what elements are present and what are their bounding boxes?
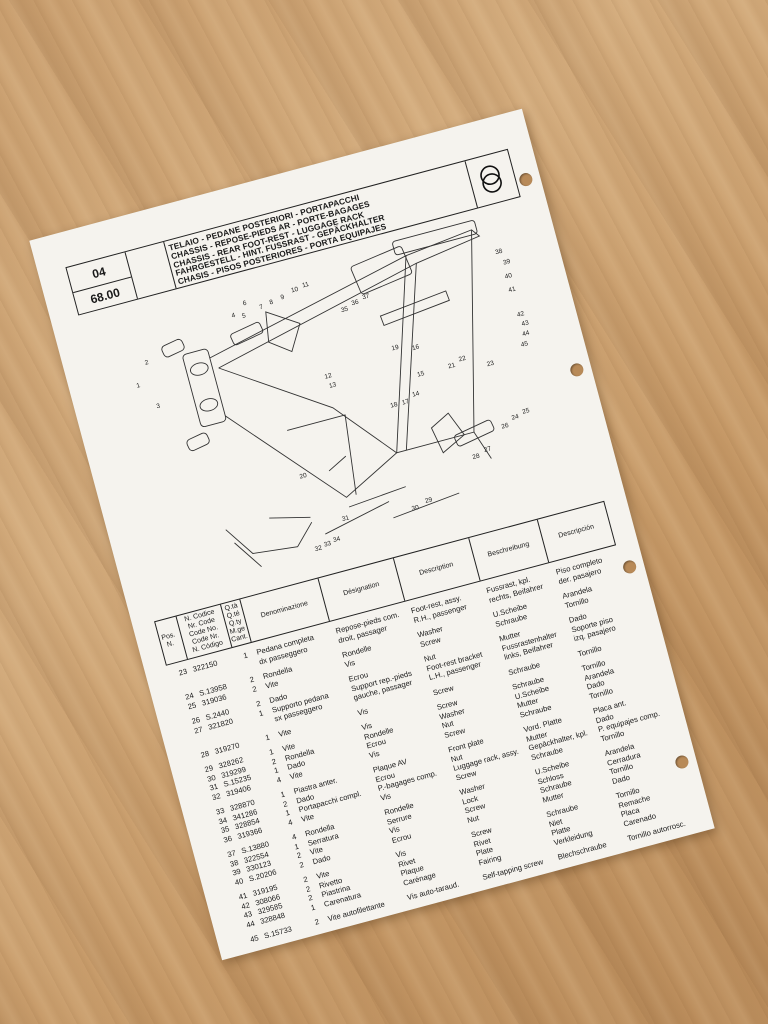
- callout-38: 38: [494, 248, 503, 257]
- callout-7: 7: [259, 303, 265, 311]
- callout-14: 14: [411, 390, 420, 399]
- callout-16: 16: [411, 343, 420, 352]
- cell-qty: 2: [313, 917, 321, 927]
- callout-22: 22: [458, 355, 467, 364]
- callout-35: 35: [340, 306, 349, 315]
- callout-18: 18: [390, 401, 399, 410]
- callout-9: 9: [280, 294, 286, 302]
- callout-31: 31: [341, 514, 350, 523]
- callout-43: 43: [521, 319, 530, 328]
- callout-41: 41: [508, 285, 517, 294]
- callout-40: 40: [504, 272, 513, 281]
- callout-2: 2: [144, 359, 150, 367]
- callout-5: 5: [241, 312, 247, 320]
- callout-32: 32: [314, 544, 323, 553]
- parts-catalog-page: 04 68.00 TELAIO - PEDANE POSTERIORI - PO…: [29, 108, 715, 961]
- callout-36: 36: [351, 299, 360, 308]
- callout-42: 42: [516, 310, 525, 319]
- callout-10: 10: [290, 286, 299, 295]
- callout-19: 19: [391, 344, 400, 353]
- callout-3: 3: [156, 402, 162, 410]
- page-header: 04 68.00 TELAIO - PEDANE POSTERIORI - PO…: [65, 148, 521, 316]
- callout-11: 11: [301, 281, 310, 290]
- callout-29: 29: [424, 496, 433, 505]
- cell-qty: 1: [264, 732, 271, 742]
- callout-20: 20: [299, 472, 308, 481]
- cell-pos: 45: [249, 933, 260, 945]
- callout-26: 26: [501, 422, 510, 431]
- cell-pos: 28: [199, 748, 211, 760]
- callout-1: 1: [136, 382, 142, 390]
- callout-27: 27: [483, 445, 492, 454]
- callout-37: 37: [362, 293, 371, 302]
- callout-30: 30: [411, 504, 420, 513]
- callout-34: 34: [332, 535, 341, 544]
- callout-44: 44: [522, 329, 531, 338]
- punch-hole: [673, 754, 690, 770]
- col-spanish: Descripción: [557, 523, 595, 540]
- callout-33: 33: [323, 540, 332, 549]
- callout-24: 24: [511, 413, 520, 422]
- punch-hole: [517, 171, 534, 188]
- double-ring-logo-icon: [480, 165, 502, 193]
- callout-25: 25: [522, 407, 531, 416]
- punch-hole: [621, 558, 638, 575]
- callout-8: 8: [269, 299, 275, 307]
- callout-39: 39: [502, 258, 511, 267]
- callout-21: 21: [447, 362, 456, 371]
- callout-6: 6: [242, 300, 248, 308]
- callout-23: 23: [486, 360, 495, 369]
- callout-13: 13: [328, 381, 337, 390]
- callout-45: 45: [520, 340, 529, 349]
- callout-12: 12: [324, 372, 333, 381]
- callout-28: 28: [472, 453, 481, 462]
- frame-drawing: [161, 220, 495, 568]
- callout-4: 4: [231, 312, 237, 320]
- callout-15: 15: [416, 370, 425, 379]
- callout-17: 17: [401, 398, 410, 407]
